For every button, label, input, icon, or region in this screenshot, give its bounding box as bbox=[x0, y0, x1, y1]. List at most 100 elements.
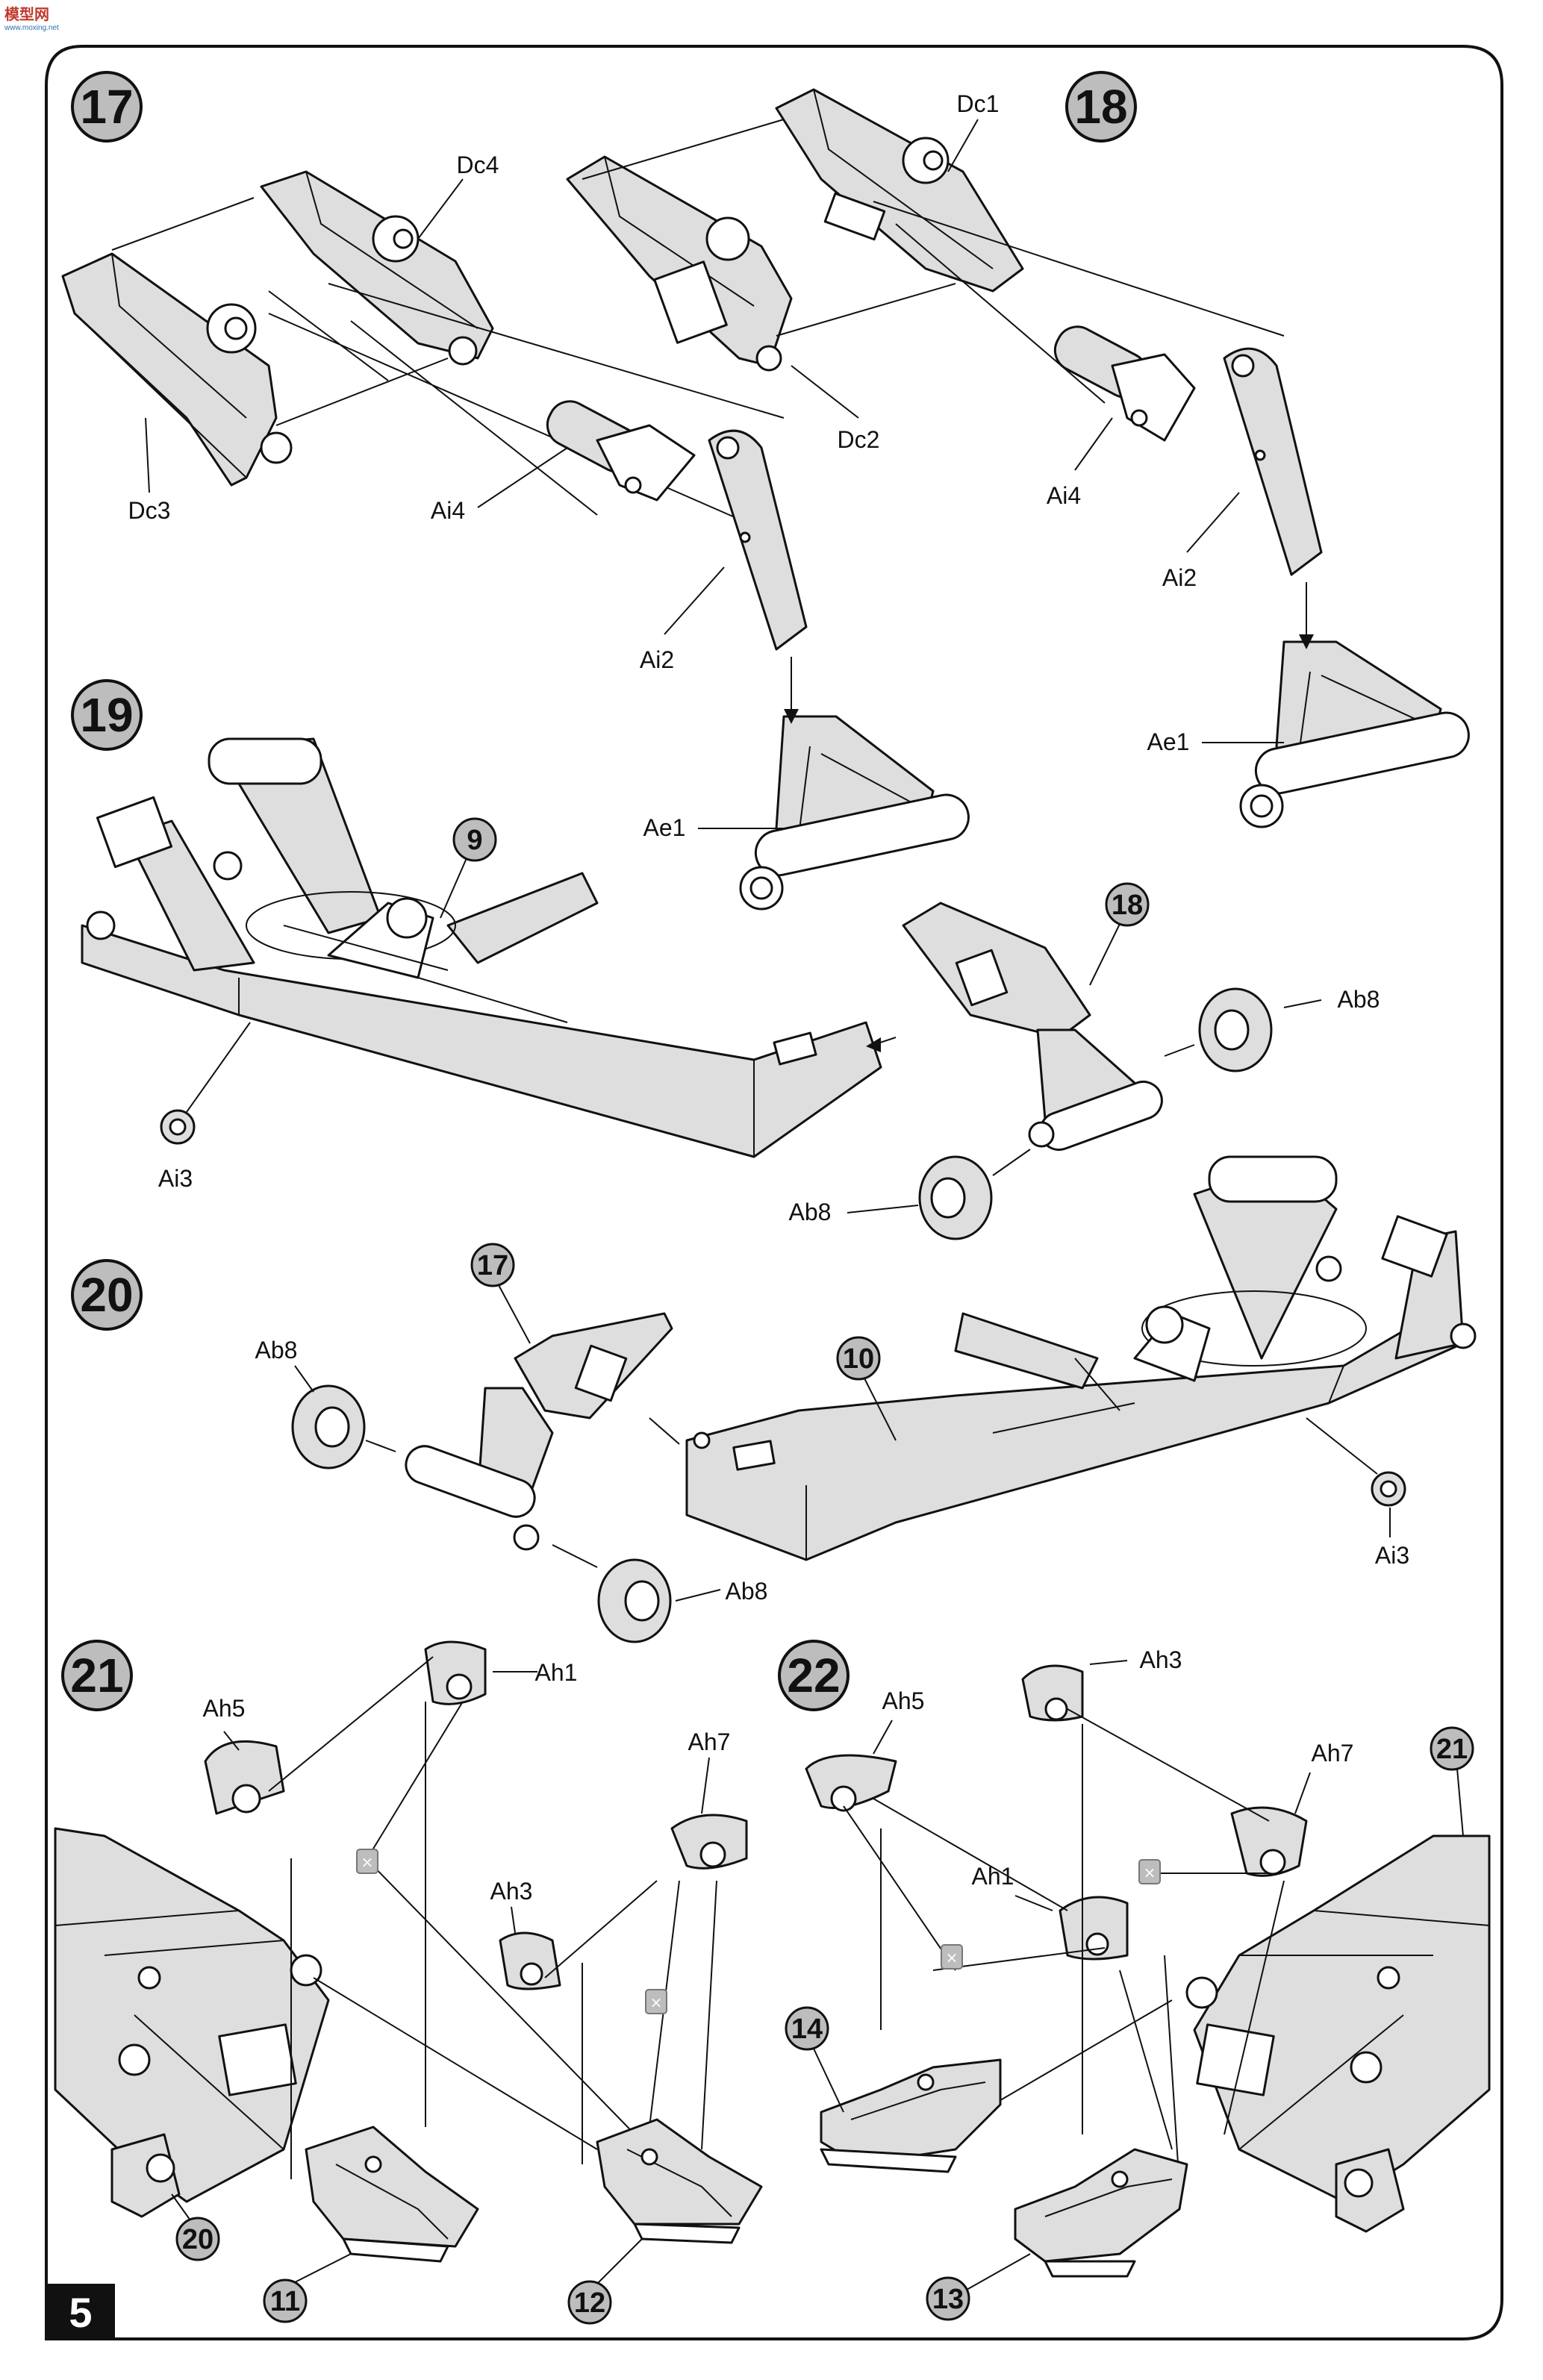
label-dc1-18: Dc1 bbox=[957, 90, 1000, 117]
label-ah3-21: Ah3 bbox=[490, 1878, 533, 1905]
step-19-diagram: 19 9 Ai3 bbox=[71, 679, 1380, 1240]
step-22-diagram: 22 Ah5 Ah3 Ah7 Ah1 bbox=[778, 1640, 1491, 2321]
label-ah7-22: Ah7 bbox=[1312, 1740, 1354, 1767]
watermark-subtitle: www.moxing.net bbox=[4, 24, 59, 32]
part-ah3-22 bbox=[1021, 1664, 1084, 1722]
ref-badge-18 bbox=[1105, 882, 1150, 927]
svg-text:×: × bbox=[1144, 1864, 1156, 1881]
ref-number-13: 13 bbox=[932, 2284, 964, 2315]
part-ah7-21 bbox=[670, 1814, 748, 1870]
step-17-diagram: 17 bbox=[61, 71, 970, 911]
step-20-diagram: 20 10 bbox=[71, 1155, 1477, 1643]
svg-text:×: × bbox=[361, 1853, 374, 1871]
label-ah7-21: Ah7 bbox=[688, 1728, 731, 1755]
part-dc1 bbox=[775, 88, 1024, 293]
part-ai2-18 bbox=[1223, 347, 1323, 576]
step-17-number: 17 bbox=[80, 80, 133, 134]
subassembly-17 bbox=[405, 1312, 673, 1551]
body-section-22 bbox=[1185, 1834, 1491, 2233]
ref-number-20: 20 bbox=[182, 2224, 213, 2255]
step-17-badge bbox=[71, 71, 143, 143]
ref-number-11: 11 bbox=[270, 2286, 300, 2317]
ref-badge-20 bbox=[175, 2217, 220, 2261]
part-ai4-17 bbox=[546, 400, 696, 502]
glue-icon: × bbox=[1138, 1859, 1161, 1884]
label-dc2-18: Dc2 bbox=[838, 426, 880, 453]
label-ab8-20b: Ab8 bbox=[726, 1578, 768, 1605]
label-ah3-22: Ah3 bbox=[1140, 1646, 1182, 1673]
step-20-number: 20 bbox=[80, 1268, 133, 1322]
step-19-number: 19 bbox=[80, 688, 133, 742]
page-frame bbox=[45, 45, 1503, 2340]
part-ai4-18 bbox=[1053, 325, 1196, 442]
label-ah5-21: Ah5 bbox=[203, 1695, 246, 1722]
mount-11 bbox=[305, 2126, 479, 2263]
label-ai4-17: Ai4 bbox=[431, 497, 465, 524]
part-ae1-17 bbox=[739, 715, 970, 911]
label-ai3-20: Ai3 bbox=[1375, 1542, 1409, 1569]
subassembly-18 bbox=[902, 902, 1163, 1152]
mount-12 bbox=[596, 2118, 763, 2244]
ref-badge-13 bbox=[926, 2276, 970, 2321]
ref-badge-9 bbox=[452, 817, 497, 862]
ref-number-14: 14 bbox=[791, 2014, 823, 2045]
page-number-box: 5 bbox=[46, 2284, 115, 2339]
svg-text:×: × bbox=[946, 1949, 958, 1967]
label-dc3-17: Dc3 bbox=[128, 497, 171, 524]
ref-badge-11 bbox=[263, 2279, 308, 2323]
part-dc3 bbox=[61, 252, 278, 487]
watermark-logo: 模型网 www.moxing.net bbox=[4, 5, 59, 32]
ref-number-10: 10 bbox=[843, 1343, 874, 1375]
label-ae1-17: Ae1 bbox=[643, 814, 686, 841]
chassis-20 bbox=[685, 1155, 1477, 1561]
ref-badge-21 bbox=[1430, 1726, 1474, 1771]
label-ai3-19: Ai3 bbox=[158, 1165, 193, 1192]
label-ai4-18: Ai4 bbox=[1047, 482, 1081, 509]
label-ab8-20a: Ab8 bbox=[255, 1337, 298, 1364]
step-20-badge bbox=[71, 1259, 143, 1331]
part-ah1-22 bbox=[1059, 1896, 1129, 1961]
ref-badge-12 bbox=[567, 2280, 612, 2325]
label-ab8-19a: Ab8 bbox=[1338, 986, 1380, 1013]
ref-badge-17 bbox=[470, 1243, 515, 1287]
mount-13 bbox=[1014, 2148, 1188, 2278]
part-ah5-22 bbox=[805, 1754, 897, 1812]
step-19-badge bbox=[71, 679, 143, 751]
part-ai2-17 bbox=[708, 429, 808, 651]
step-21-diagram: 21 20 Ah5 Ah1 bbox=[54, 1640, 763, 2325]
svg-text:×: × bbox=[650, 1993, 663, 2011]
page-number: 5 bbox=[69, 2289, 92, 2336]
part-ab8-20b bbox=[597, 1558, 672, 1643]
hub-20 bbox=[110, 2133, 181, 2218]
ref-number-12: 12 bbox=[574, 2287, 605, 2319]
glue-icon: × bbox=[356, 1849, 378, 1874]
step-18-diagram: 18 Dc1 Dc2 bbox=[566, 71, 1470, 828]
step-21-number: 21 bbox=[70, 1649, 123, 1702]
label-ab8-19b: Ab8 bbox=[789, 1199, 832, 1225]
label-ah1-21: Ah1 bbox=[535, 1659, 578, 1686]
chassis-19 bbox=[81, 737, 882, 1158]
part-dc4 bbox=[260, 170, 494, 360]
label-ae1-18: Ae1 bbox=[1147, 728, 1190, 755]
part-ah7-22 bbox=[1230, 1806, 1308, 1877]
part-ab8-20a bbox=[291, 1384, 366, 1469]
ref-number-18: 18 bbox=[1112, 890, 1143, 921]
step-22-number: 22 bbox=[787, 1649, 840, 1702]
glue-icon: × bbox=[645, 1989, 667, 2014]
ref-badge-10 bbox=[836, 1336, 881, 1381]
step-21-badge bbox=[61, 1640, 133, 1711]
ref-badge-14 bbox=[785, 2006, 829, 2051]
label-ah5-22: Ah5 bbox=[882, 1687, 925, 1714]
part-ai3-19 bbox=[160, 1109, 196, 1145]
part-ah1-21 bbox=[424, 1640, 487, 1705]
label-ai2-18: Ai2 bbox=[1162, 564, 1197, 591]
part-ai3-20 bbox=[1371, 1471, 1406, 1507]
mount-14 bbox=[820, 2058, 1002, 2173]
ref-number-17: 17 bbox=[477, 1250, 508, 1281]
label-dc4-17: Dc4 bbox=[457, 152, 499, 178]
part-ab8-19b bbox=[918, 1155, 993, 1240]
label-ai2-17: Ai2 bbox=[640, 646, 674, 673]
part-ab8-19a bbox=[1198, 987, 1273, 1072]
ref-number-9: 9 bbox=[467, 825, 482, 856]
